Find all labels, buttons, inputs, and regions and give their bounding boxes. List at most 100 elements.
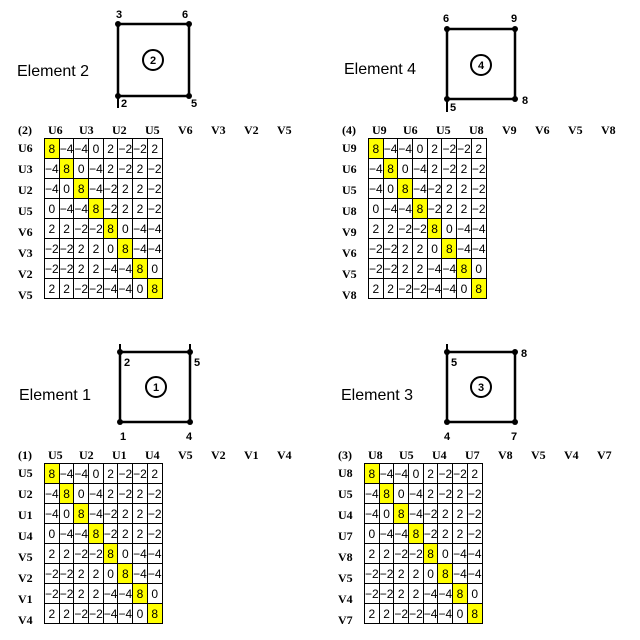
row-label-container: U6 <box>18 138 318 158</box>
row-header: V2 <box>18 267 33 281</box>
row-label-container: U2 <box>18 180 318 200</box>
matrix-cell: −4 <box>437 583 454 604</box>
element-3-node-br <box>512 419 518 425</box>
column-header: V7 <box>597 448 612 462</box>
matrix-cell: −4 <box>382 198 399 219</box>
matrix-cell: −2 <box>44 258 60 279</box>
matrix-cell-diagonal: 8 <box>412 198 428 219</box>
matrix-cell: −4 <box>88 158 104 179</box>
matrix-cell: −2 <box>364 583 380 604</box>
element-2-number-circle <box>142 49 164 71</box>
matrix-cell: 2 <box>146 138 163 159</box>
matrix-cell: −2 <box>44 563 60 584</box>
matrix-cell: 2 <box>456 198 472 219</box>
matrix-cell: −2 <box>58 563 75 584</box>
element-3-node-label-tr: 8 <box>521 348 527 360</box>
element-1-node-label-tr: 5 <box>194 357 200 369</box>
matrix-cell-diagonal: 8 <box>58 158 75 179</box>
column-header: U5 <box>145 123 160 137</box>
matrix-cell: −4 <box>441 258 458 279</box>
element-2-node-tl <box>115 21 121 27</box>
column-header: V5 <box>178 448 193 462</box>
matrix-cell: −2 <box>146 483 163 504</box>
matrix-cell: −2 <box>470 158 487 179</box>
matrix-cell: 0 <box>146 583 163 604</box>
matrix-cell: −4 <box>88 503 104 524</box>
matrix-cell-diagonal: 8 <box>437 563 454 584</box>
row-label-container: V4 <box>338 589 638 609</box>
matrix-cell: −4 <box>422 583 439 604</box>
matrix-cell: 2 <box>102 138 119 159</box>
matrix-cell: 2 <box>146 463 163 484</box>
matrix-cell: −2 <box>88 543 104 564</box>
matrix-cell-diagonal: 8 <box>456 258 472 279</box>
matrix-cell-diagonal: 8 <box>102 543 119 564</box>
matrix-cell: 0 <box>88 463 104 484</box>
matrix-cell: −2 <box>426 198 443 219</box>
matrix-cell-diagonal: 8 <box>426 218 443 239</box>
column-header: U9 <box>372 123 387 137</box>
matrix-cell: −4 <box>412 158 428 179</box>
column-header: U4 <box>432 448 447 462</box>
matrix-cell: −4 <box>73 138 90 159</box>
matrix-cell: −2 <box>132 463 148 484</box>
matrix-cell: −2 <box>441 158 458 179</box>
matrix-cell: −4 <box>408 503 424 524</box>
row-label-container: V2 <box>18 568 318 588</box>
matrix-cell: 2 <box>44 543 60 564</box>
matrix-cell: −4 <box>393 523 410 544</box>
element-2-node-label-br: 5 <box>191 98 197 110</box>
matrix-cell-diagonal: 8 <box>102 218 119 239</box>
element-1-node-bl <box>117 419 123 425</box>
row-header: V5 <box>18 288 33 302</box>
column-header: V5 <box>568 123 583 137</box>
row-header: U5 <box>18 204 33 218</box>
matrix-cell: 0 <box>437 543 454 564</box>
row-label-container: U8 <box>342 201 640 221</box>
element-1-node-tr <box>187 349 193 355</box>
matrix-cell: −4 <box>408 483 424 504</box>
matrix-cell: 2 <box>470 138 487 159</box>
row-label-container: U5 <box>338 484 638 504</box>
element-4-node-bl <box>444 96 450 102</box>
matrix-cell-diagonal: 8 <box>44 463 60 484</box>
matrix-cell: 0 <box>456 278 472 299</box>
element-1-number: 1 <box>153 382 159 394</box>
matrix-cell: −4 <box>378 463 395 484</box>
matrix-cell: 2 <box>441 178 458 199</box>
matrix-cell: −4 <box>422 603 439 624</box>
row-header: U5 <box>18 466 33 480</box>
matrix-cell: 2 <box>456 158 472 179</box>
element-3-diagram: 3 5 8 4 7 <box>444 344 527 443</box>
matrix-cell: −4 <box>466 563 483 584</box>
row-label-container: V9 <box>342 222 640 242</box>
row-label-container: V1 <box>18 589 318 609</box>
matrix-cell: 0 <box>44 523 60 544</box>
matrix-cell: 0 <box>466 583 483 604</box>
row-label-container: V6 <box>342 243 640 263</box>
row-label-container: V8 <box>338 547 638 567</box>
matrix-cell: 2 <box>437 523 454 544</box>
matrix-cell: 2 <box>466 463 483 484</box>
matrix-cell: −2 <box>470 198 487 219</box>
matrix-cell: −2 <box>470 178 487 199</box>
matrix-cell: 2 <box>73 238 90 259</box>
matrix-cell: −4 <box>368 158 384 179</box>
matrix-cell: 0 <box>132 278 148 299</box>
column-header: U8 <box>469 123 484 137</box>
row-header: U5 <box>342 183 357 197</box>
matrix-cell: 2 <box>437 503 454 524</box>
row-header: V6 <box>342 246 357 260</box>
matrix-cell-diagonal: 8 <box>146 603 163 624</box>
matrix-cell-diagonal: 8 <box>44 138 60 159</box>
element-1-number-circle <box>145 376 167 398</box>
element-4-node-label-tl: 6 <box>443 13 449 25</box>
column-header: V4 <box>564 448 579 462</box>
row-label-container: U1 <box>18 505 318 525</box>
matrix-cell: −2 <box>412 218 428 239</box>
